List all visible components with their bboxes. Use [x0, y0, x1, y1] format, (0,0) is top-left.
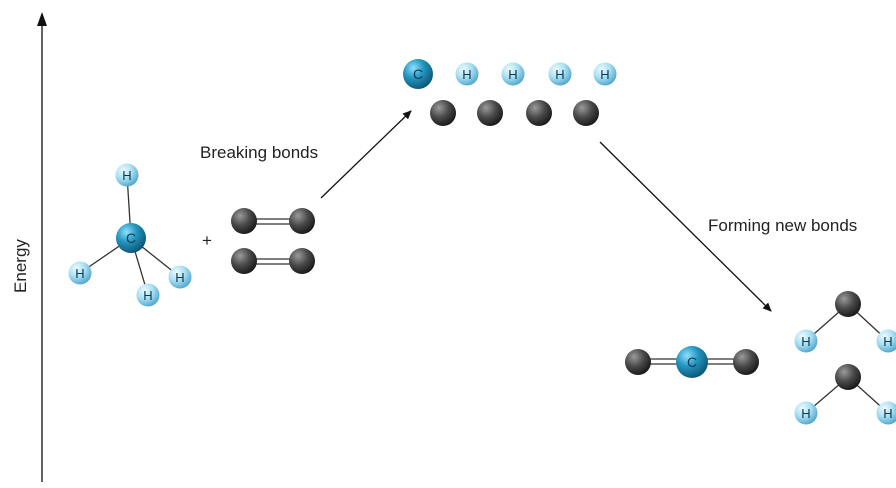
svg-text:H: H	[75, 266, 84, 281]
svg-text:H: H	[600, 67, 609, 82]
svg-text:H: H	[555, 67, 564, 82]
svg-text:H: H	[883, 334, 892, 349]
breaking-arrow	[320, 110, 412, 199]
axis-label: Energy	[11, 239, 30, 293]
hydrogen-atom: H	[136, 283, 160, 307]
hydrogen-atom: H	[68, 261, 92, 285]
reactant-molecule	[231, 248, 315, 274]
grey-atom	[835, 364, 861, 390]
breaking-bonds-label: Breaking bonds	[200, 143, 318, 162]
grey-atom	[430, 100, 456, 126]
hydrogen-atom: H	[168, 265, 192, 289]
grey-atom	[835, 291, 861, 317]
axis-arrowhead	[37, 12, 47, 26]
svg-text:H: H	[883, 406, 892, 421]
hydrogen-atom: H	[593, 62, 617, 86]
carbon-atom: C	[676, 346, 708, 378]
hydrogen-atom: H	[501, 62, 525, 86]
hydrogen-atom: H	[548, 62, 572, 86]
svg-text:C: C	[126, 230, 136, 246]
svg-text:H: H	[122, 168, 131, 183]
hydrogen-atom: H	[794, 401, 818, 425]
grey-atom	[231, 208, 257, 234]
hydrogen-atom: H	[876, 401, 896, 425]
hydrogen-atom: H	[794, 329, 818, 353]
hydrogen-atom: H	[876, 329, 896, 353]
grey-atom	[526, 100, 552, 126]
methane-molecule: H H H H C	[68, 163, 192, 307]
svg-text:H: H	[801, 334, 810, 349]
svg-text:H: H	[143, 288, 152, 303]
plus-sign: +	[202, 231, 212, 250]
grey-atom	[289, 208, 315, 234]
svg-text:C: C	[413, 66, 423, 82]
carbon-atom: C	[116, 223, 146, 253]
hydrogen-atom: H	[455, 62, 479, 86]
svg-text:H: H	[175, 270, 184, 285]
svg-text:C: C	[687, 354, 697, 370]
svg-text:H: H	[462, 67, 471, 82]
product-linear-molecule: C	[625, 346, 759, 378]
svg-text:H: H	[508, 67, 517, 82]
reactant-molecule	[231, 208, 315, 234]
forming-bonds-label: Forming new bonds	[708, 216, 857, 235]
product-bent-molecule: H H	[794, 364, 896, 425]
separated-atoms: C H H H H	[403, 59, 617, 126]
forming-arrow	[599, 141, 772, 312]
product-bent-molecule: H H	[794, 291, 896, 353]
grey-atom	[231, 248, 257, 274]
grey-atom	[625, 349, 651, 375]
grey-atom	[289, 248, 315, 274]
grey-atom	[477, 100, 503, 126]
grey-atom	[573, 100, 599, 126]
grey-atom	[733, 349, 759, 375]
energy-axis: Energy	[11, 12, 47, 482]
hydrogen-atom: H	[115, 163, 139, 187]
svg-text:H: H	[801, 406, 810, 421]
carbon-atom: C	[403, 59, 433, 89]
